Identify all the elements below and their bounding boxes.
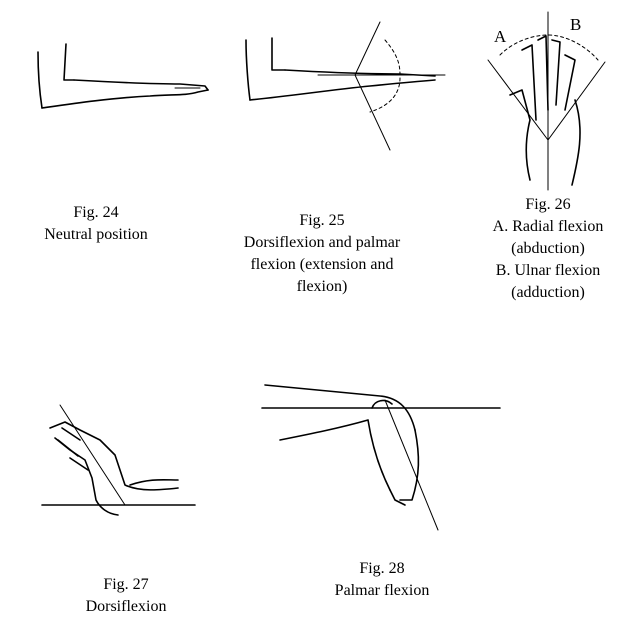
fig26-caption: Fig. 26 A. Radial flexion (abduction) B.… <box>470 194 626 304</box>
fig26-text-line: B. Ulnar flexion <box>495 262 601 279</box>
fig28-drawing <box>261 384 501 531</box>
fig26-text-line: (abduction) <box>511 240 585 257</box>
fig25-drawing <box>245 21 446 151</box>
fig24-drawing <box>37 43 209 109</box>
fig27-number: Fig. 27 <box>103 576 149 593</box>
fig25-caption: Fig. 25 Dorsiflexion and palmar flexion … <box>222 210 422 298</box>
fig26-number: Fig. 26 <box>525 196 571 213</box>
fig26-drawing: A B <box>487 11 606 191</box>
fig25-text-line: Dorsiflexion and palmar <box>243 234 401 251</box>
label-b: B <box>570 15 581 34</box>
label-a: A <box>494 27 507 46</box>
fig27-caption: Fig. 27 Dorsiflexion <box>56 574 196 618</box>
fig28-text: Palmar flexion <box>334 582 430 599</box>
fig25-number: Fig. 25 <box>299 212 345 229</box>
fig28-caption: Fig. 28 Palmar flexion <box>312 558 452 602</box>
fig26-text-line: (adduction) <box>511 284 585 301</box>
fig25-text-line: flexion) <box>296 278 348 295</box>
fig24-number: Fig. 24 <box>73 204 119 221</box>
fig28-number: Fig. 28 <box>359 560 405 577</box>
fig27-text: Dorsiflexion <box>85 598 167 615</box>
fig26-text-line: A. Radial flexion <box>492 218 604 235</box>
fig24-text: Neutral position <box>44 226 148 243</box>
fig27-drawing <box>41 404 196 516</box>
fig24-caption: Fig. 24 Neutral position <box>16 202 176 246</box>
fig25-text-line: flexion (extension and <box>250 256 394 273</box>
